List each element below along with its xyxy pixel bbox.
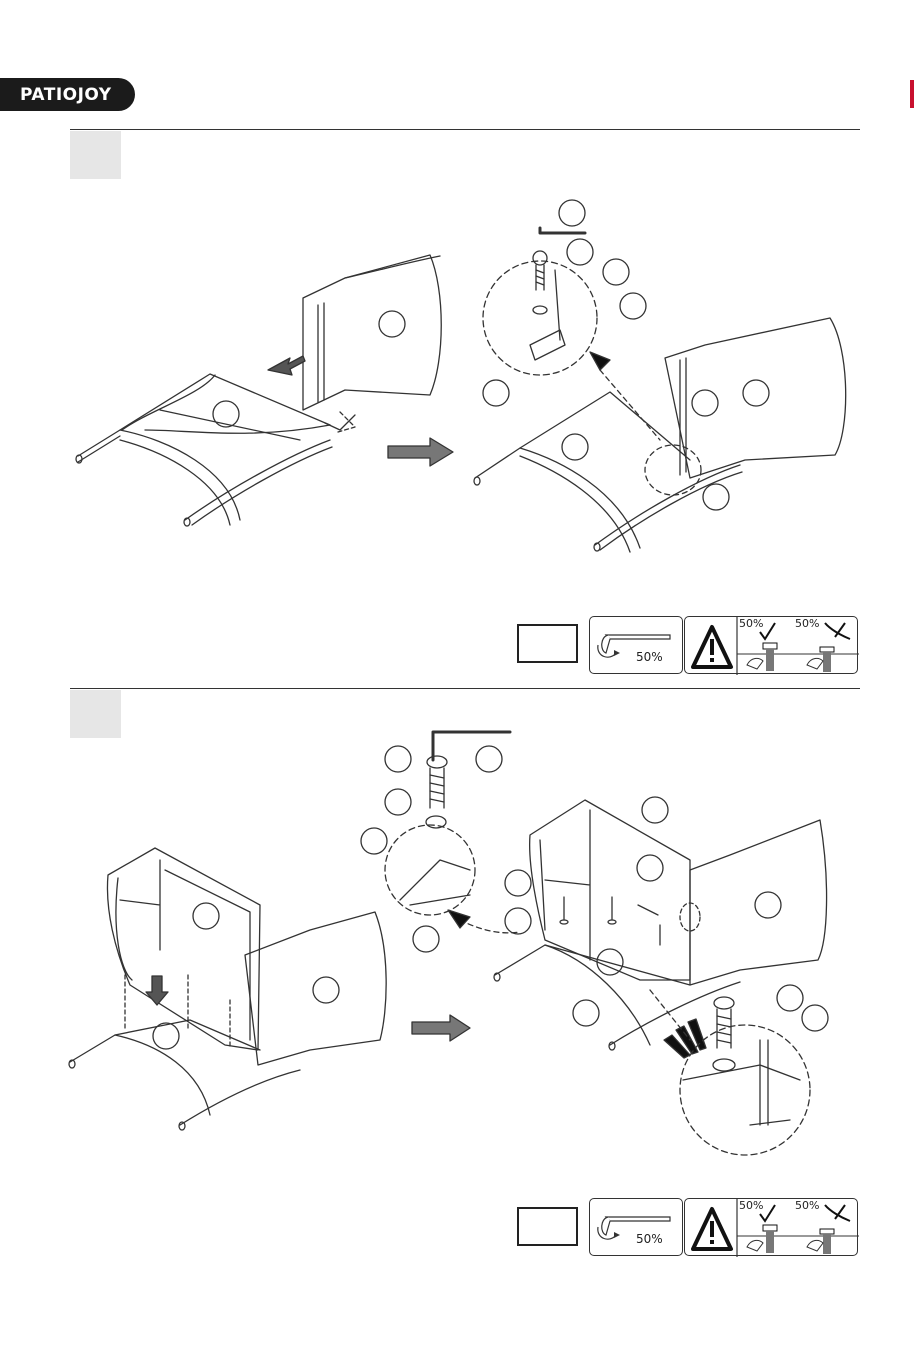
step-2-ok-percent: 50% <box>739 1199 763 1212</box>
step-2-callout-arrow <box>448 910 470 928</box>
step-2-torque-percent: 50% <box>636 1232 663 1246</box>
step-1-backrest <box>303 255 441 410</box>
step-1-left-arrow <box>268 356 305 375</box>
step-2-guide-lines <box>125 975 230 1048</box>
step-2-bottom-arrows <box>664 1019 706 1058</box>
step-2-callout-line <box>460 920 520 933</box>
step-2-zoom-line <box>650 990 690 1040</box>
step-2-bad-percent: 50% <box>795 1199 819 1212</box>
allen-key-icon <box>590 1199 684 1257</box>
step-2-torque-card: 50% <box>589 1198 683 1256</box>
step-2-part-callouts <box>153 746 828 1049</box>
step-2-quantity-box <box>517 1207 578 1246</box>
step-1-bad-percent: 50% <box>795 617 819 630</box>
allen-key-icon <box>590 617 684 675</box>
step-1-callout-arrow <box>590 352 610 370</box>
step-2-allen-key <box>433 732 510 760</box>
step-1-seat-frame <box>76 374 355 526</box>
warning-triangle-icon <box>685 617 859 675</box>
step-1-next-arrow <box>388 438 453 466</box>
step-1-warning-card: 50% 50% <box>684 616 858 674</box>
step-2-seat-frame <box>69 1020 300 1130</box>
step-1-allen-key <box>540 228 585 233</box>
step-2-back-frame <box>107 848 260 1050</box>
step-2-down-arrow <box>146 976 168 1005</box>
step-1-joint-circle <box>645 445 701 495</box>
step-2-detail-bolt <box>400 756 470 905</box>
cross-mark-icon <box>825 623 850 639</box>
warning-triangle-icon <box>685 1199 859 1257</box>
step-2-bolts <box>560 897 660 945</box>
step-2-zoom-bolt <box>683 997 800 1125</box>
step-2-backrest <box>245 912 386 1065</box>
step-1-detail-bolt <box>530 251 565 360</box>
step-1-torque-percent: 50% <box>636 650 663 664</box>
step-1-ok-percent: 50% <box>739 617 763 630</box>
cross-mark-icon <box>825 1205 850 1221</box>
step-2-warning-card: 50% 50% <box>684 1198 858 1256</box>
step-1-callout-line <box>600 370 660 440</box>
step-2-next-arrow <box>412 1015 470 1041</box>
step-1-quantity-box <box>517 624 578 663</box>
step-1-torque-card: 50% <box>589 616 683 674</box>
step-1-assembled-chair <box>474 318 846 552</box>
